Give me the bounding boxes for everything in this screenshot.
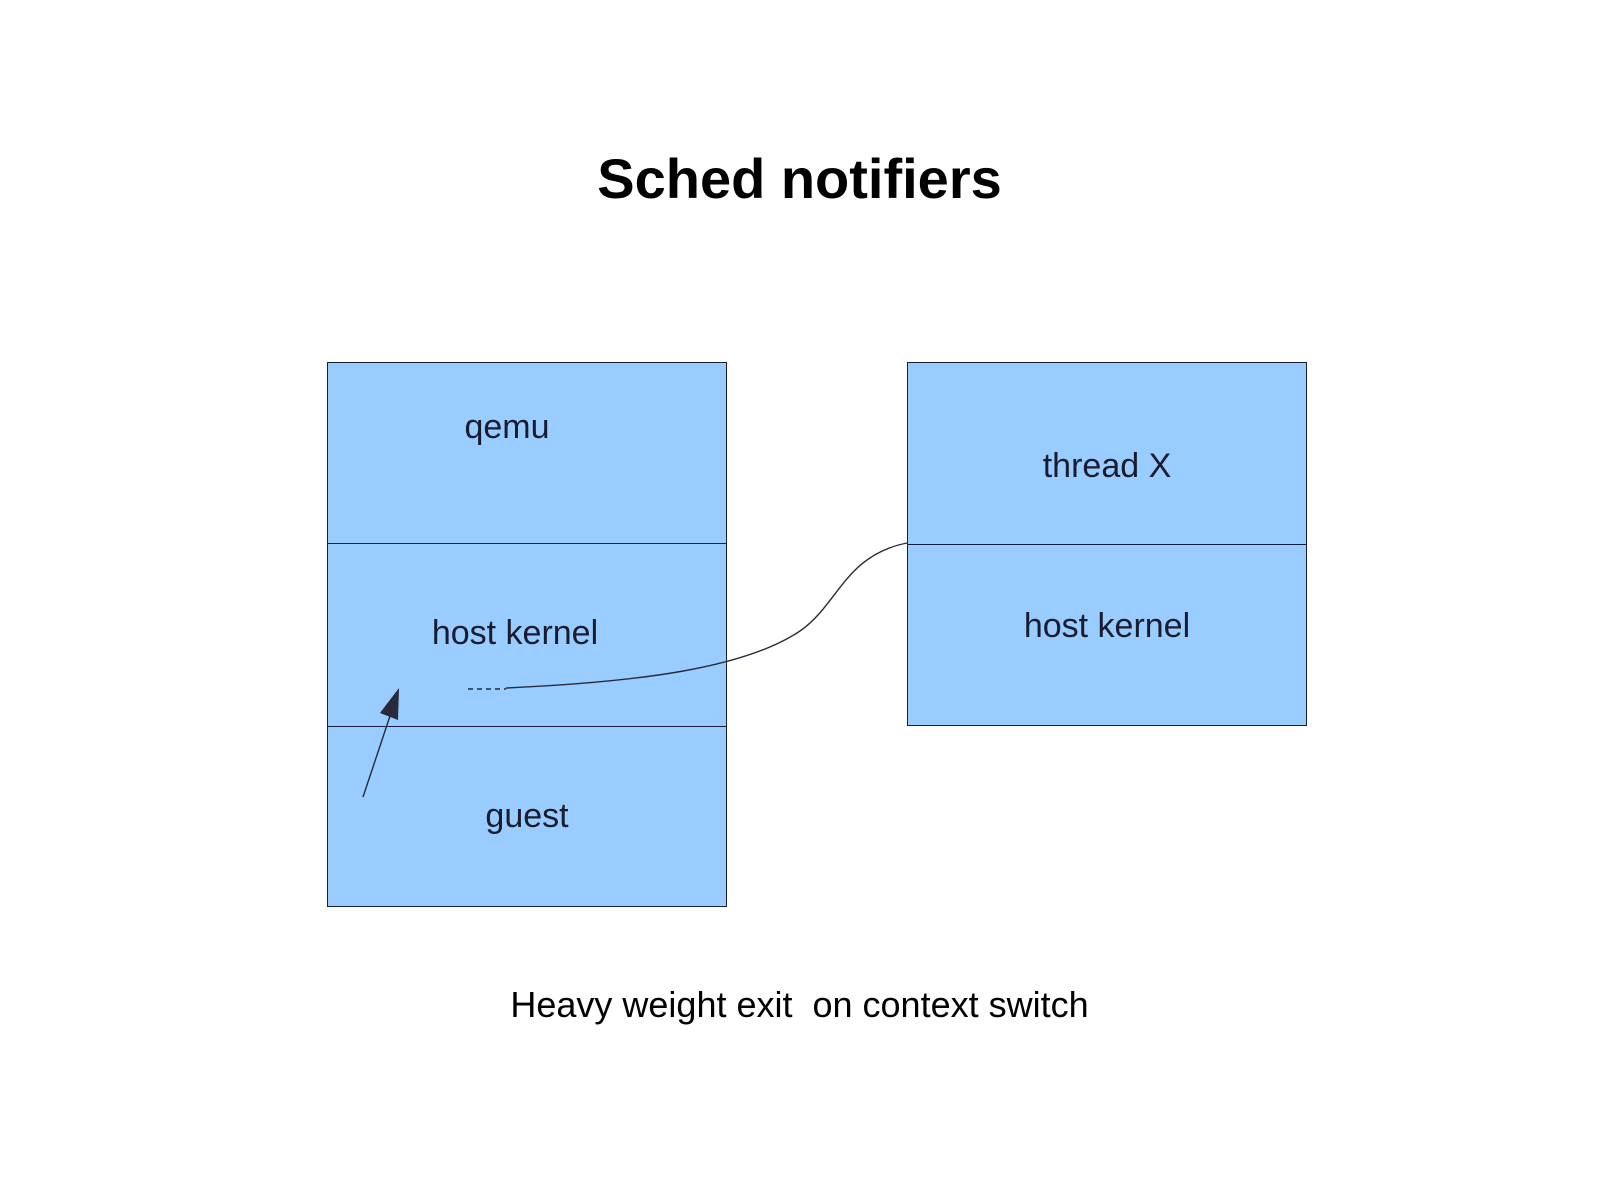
slide-title: Sched notifiers <box>597 147 1002 210</box>
host-kernel-label: host kernel <box>1023 606 1191 645</box>
left-stack-section-host-kernel: host kernel <box>328 543 726 726</box>
qemu-label: qemu <box>464 407 550 446</box>
host-kernel-label: host kernel <box>431 613 599 652</box>
left-stack: qemu host kernel guest <box>327 362 727 907</box>
right-stack-section-thread-x: thread X <box>908 363 1306 544</box>
right-stack-section-host-kernel: host kernel <box>908 544 1306 725</box>
left-stack-section-qemu: qemu <box>328 363 726 543</box>
caption: Heavy weight exit on context switch <box>510 984 1089 1025</box>
left-stack-section-guest: guest <box>328 726 726 906</box>
right-stack: thread X host kernel <box>907 362 1307 726</box>
guest-label: guest <box>485 797 569 835</box>
thread-x-label: thread X <box>1042 447 1172 485</box>
